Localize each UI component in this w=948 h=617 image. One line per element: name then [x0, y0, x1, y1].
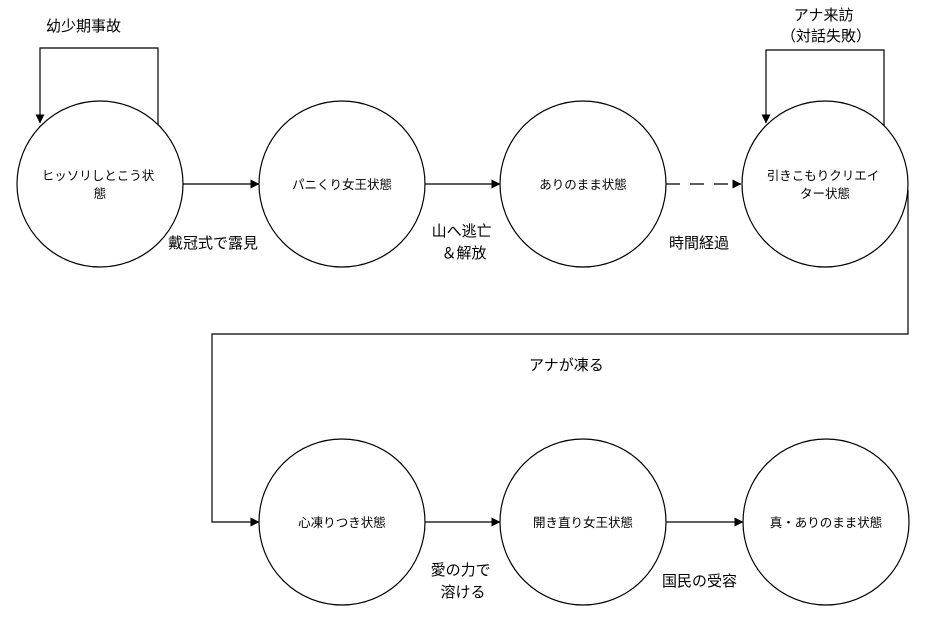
state-label-line: 開き直り女王状態 [533, 515, 633, 530]
edge-label-love: 愛の力で 溶ける [431, 561, 496, 601]
edge-hikikomori-to-kokoro [211, 190, 909, 527]
edge-label-childhood: 幼少期事故 [46, 17, 121, 35]
state-node-hissori: ヒッソリしとこう状 態 [16, 100, 184, 268]
svg-text:開き直り女王状態: 開き直り女王状態 [533, 515, 633, 530]
svg-text:ありのまま状態: ありのまま状態 [539, 177, 627, 192]
edge-label-line: ＆解放 [441, 244, 486, 262]
svg-text:心凍りつき状態: 心凍りつき状態 [298, 515, 386, 530]
svg-text:パニくり女王状態: パニくり女王状態 [292, 177, 392, 192]
state-label-line: 心凍りつき状態 [298, 515, 386, 530]
svg-text:ヒッソリしとこう状 態: ヒッソリしとこう状 態 [42, 168, 159, 201]
state-node-arinomama: ありのまま状態 [499, 100, 667, 268]
state-node-hikikomori: 引きこもりクリエイ ター状態 [741, 100, 909, 268]
state-node-hirakinaori: 開き直り女王状態 [499, 438, 667, 606]
edge-label-line: 愛の力で [431, 561, 491, 579]
state-label-line: パニくり女王状態 [292, 177, 392, 192]
state-label-line: ありのまま状態 [539, 177, 627, 192]
edge-self-loop-childhood [35, 47, 159, 126]
edge-label-line: 山へ逃亡 [432, 222, 492, 240]
svg-text:引きこもりクリエイ ター状態: 引きこもりクリエイ ター状態 [767, 168, 884, 201]
edge-label-line: 溶ける [440, 583, 485, 601]
edge-label-anna-freeze: アナが凍る [529, 356, 604, 374]
state-label-line: ター状態 [800, 186, 850, 201]
edge-label-acceptance: 国民の受容 [662, 572, 737, 590]
state-label-line: 引きこもりクリエイ [767, 168, 880, 183]
state-node-shin: 真・ありのまま状態 [742, 438, 910, 606]
edge-label-line: アナ来訪 [794, 6, 854, 24]
edge-label-escape: 山へ逃亡 ＆解放 [432, 222, 497, 262]
edge-label-line: （対話失敗） [781, 27, 871, 45]
edge-self-loop-anna-visit [761, 49, 885, 126]
state-label-line: ヒッソリしとこう状 [42, 168, 155, 183]
state-label-line: 真・ありのまま状態 [770, 515, 883, 530]
edge-label-anna-visit: アナ来訪 （対話失敗） [781, 6, 871, 45]
state-label-line: 態 [94, 186, 107, 201]
edge-label-time: 時間経過 [669, 234, 729, 252]
svg-text:真・ありのまま状態: 真・ありのまま状態 [770, 515, 883, 530]
edge-label-coronation: 戴冠式で露見 [168, 234, 258, 252]
state-node-kokoro: 心凍りつき状態 [258, 438, 426, 606]
state-node-panic: パニくり女王状態 [258, 100, 426, 268]
